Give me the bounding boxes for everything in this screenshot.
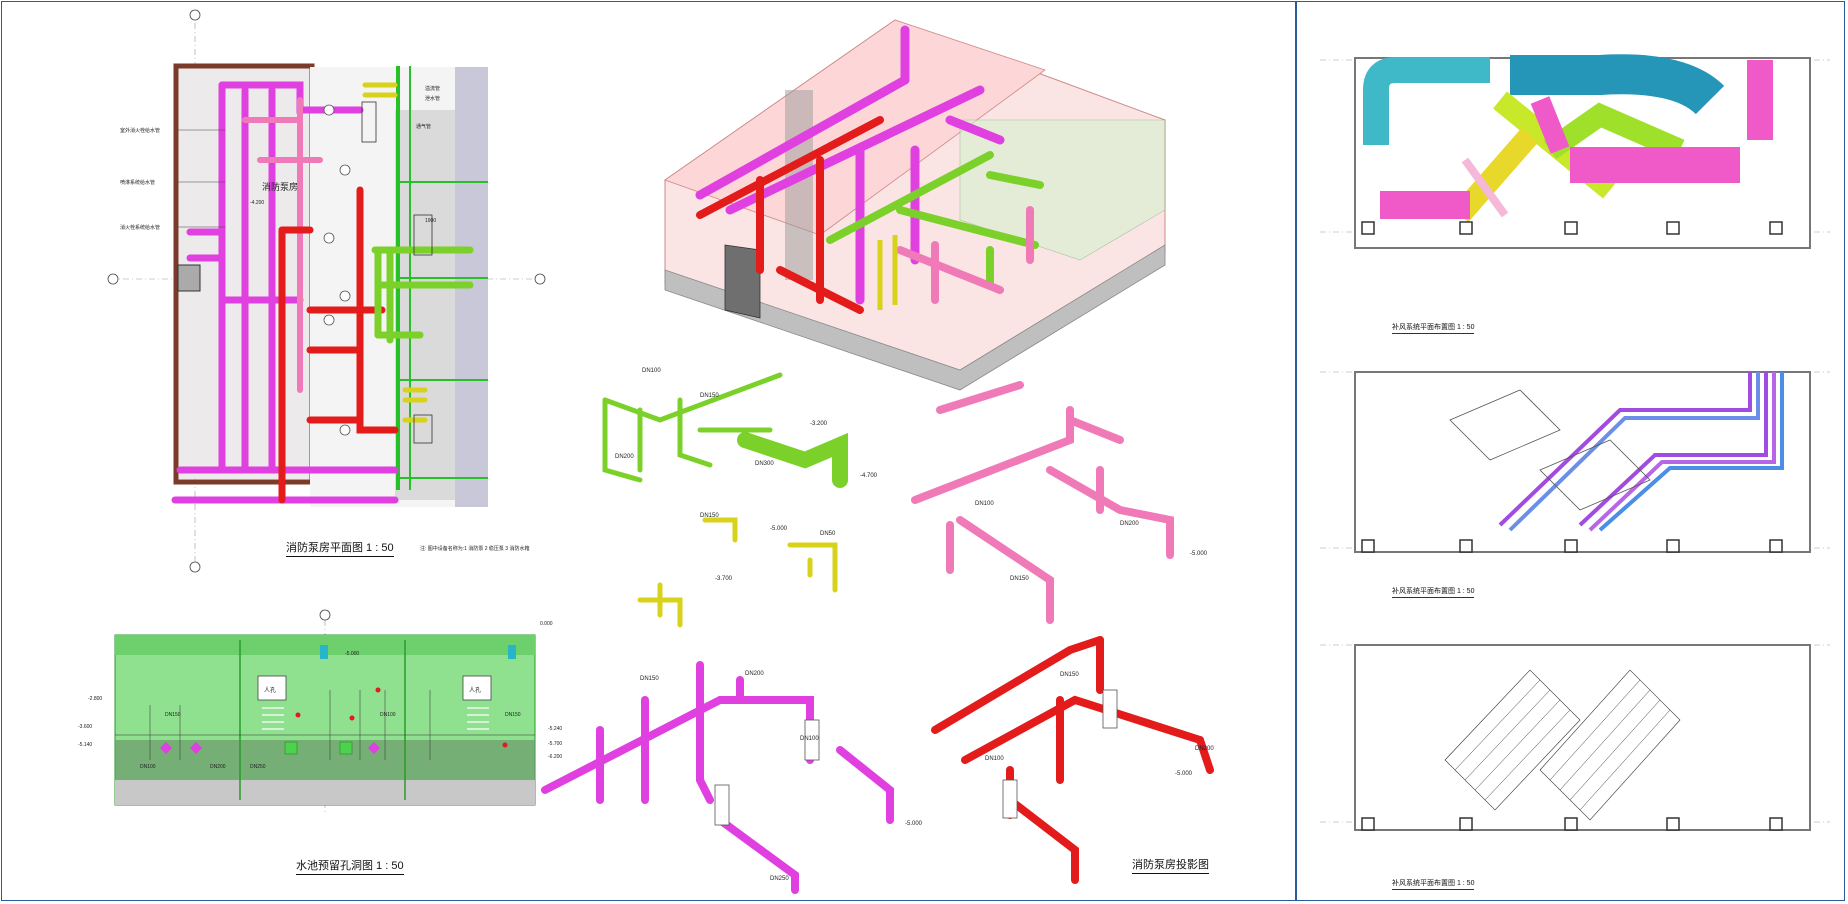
caption-pump-room-plan: 消防泵房平面图 1 : 50 — [286, 539, 394, 557]
axon-pink-dn3: DN150 — [1010, 576, 1029, 582]
axon-pink-elev: -5.000 — [1190, 551, 1208, 557]
plan-note: 注: 图中设备名称为:1 消防泵 2 稳压泵 3 消防水箱 — [420, 546, 530, 552]
axon-pink-dn1: DN100 — [975, 501, 994, 507]
pool-elev-4: -5.240 — [548, 726, 562, 732]
pool-dn-5: DN100 — [380, 712, 396, 718]
axon-green-dn2: DN150 — [700, 393, 719, 399]
axon-diagrams: DN100 DN150 DN200 DN300 -3.200 -4.700 DN… — [541, 368, 1214, 894]
room-label: 消防泵房 — [262, 181, 298, 192]
axon-mag-dn3: DN100 — [800, 736, 819, 742]
right-plans — [1320, 54, 1830, 831]
manhole-2: 人孔 — [469, 686, 481, 694]
axon-green-dn3: DN200 — [615, 454, 634, 460]
pool-elev-6: -6.200 — [548, 754, 562, 760]
pump-room-3d-view — [664, 19, 1166, 391]
plan-dim: 1900 — [425, 218, 436, 224]
axon-mag-dn4: DN250 — [770, 876, 789, 882]
plan-label-6: 通气管 — [416, 123, 431, 130]
axon-yellow-dn2: DN50 — [820, 531, 836, 537]
caption-pool-openings: 水池预留孔洞图 1 : 50 — [296, 857, 404, 875]
axon-mag-dn2: DN200 — [745, 671, 764, 677]
plan-label-4: 溢流管 — [425, 85, 440, 92]
pool-dn-3: DN200 — [210, 764, 226, 770]
axon-green-dn1: DN100 — [642, 368, 661, 374]
pool-elev-2: -3.600 — [78, 724, 92, 730]
axon-mag-dn1: DN150 — [640, 676, 659, 682]
axon-red-elev: -5.000 — [1175, 771, 1193, 777]
axon-yellow-elev1: -5.000 — [770, 526, 788, 532]
pool-elev-1: -2.800 — [88, 696, 102, 702]
axon-yellow-elev2: -3.700 — [715, 576, 733, 582]
plan-label-1: 室外消火栓给水管 — [120, 127, 160, 134]
pool-elev-5: -5.700 — [548, 741, 562, 747]
caption-right-plan-2: 补风系统平面布置图 1 : 50 — [1392, 586, 1475, 598]
axon-green-elev2: -4.700 — [860, 473, 878, 479]
axon-pink-dn2: DN200 — [1120, 521, 1139, 527]
pool-dn-4: DN250 — [250, 764, 266, 770]
caption-right-plan-3: 补风系统平面布置图 1 : 50 — [1392, 878, 1475, 890]
axon-green-elev1: -3.200 — [810, 421, 828, 427]
pool-dn-1: DN100 — [140, 764, 156, 770]
axon-green-dn4: DN300 — [755, 461, 774, 467]
caption-pump-room-axon: 消防泵房投影图 — [1132, 856, 1209, 874]
axon-red-dn1: DN150 — [1060, 672, 1079, 678]
pump-room-plan: 室外消火栓给水管 喷淋系统给水管 消火栓系统给水管 消防泵房 -4.200 溢流… — [107, 9, 546, 573]
axon-red-dn3: DN200 — [1195, 746, 1214, 752]
caption-right-plan-1: 补风系统平面布置图 1 : 50 — [1392, 322, 1475, 334]
pool-dn-6: DN150 — [505, 712, 521, 718]
pool-dn-2: DN150 — [165, 712, 181, 718]
plan-elev-label: -4.200 — [250, 200, 264, 206]
manhole-1: 人孔 — [264, 686, 276, 694]
plan-label-3: 消火栓系统给水管 — [120, 224, 160, 231]
pool-top-dim: 0.000 — [540, 621, 553, 627]
pool-openings-section: 人孔 人孔 — [78, 609, 562, 815]
plan-label-2: 喷淋系统给水管 — [120, 179, 155, 186]
plan-label-5: 泄水管 — [425, 95, 440, 102]
axon-yellow-dn1: DN150 — [700, 513, 719, 519]
pool-top-dim-2: -5.000 — [345, 651, 359, 657]
axon-red-dn2: DN100 — [985, 756, 1004, 762]
panel-divider — [1295, 1, 1297, 901]
pool-elev-3: -5.140 — [78, 742, 92, 748]
axon-mag-elev: -5.000 — [905, 821, 923, 827]
